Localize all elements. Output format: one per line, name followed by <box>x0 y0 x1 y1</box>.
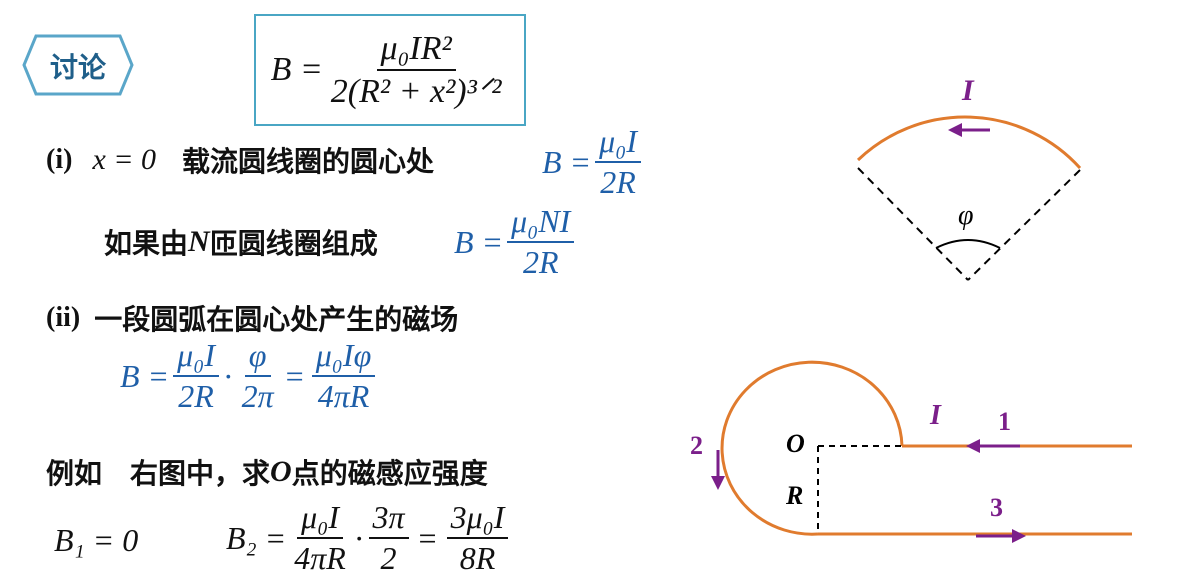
case-i-n-result-num: μ₀NI <box>507 203 575 244</box>
loop-figure: O R I 1 2 3 <box>690 360 1132 543</box>
fig2-current-label: I <box>929 400 942 431</box>
angle-arc <box>935 239 1001 249</box>
case-ii-tag: (ii) <box>46 302 81 333</box>
case-ii-f2-num: φ <box>244 337 271 378</box>
case-i-n-result: B = μ₀NI 2R <box>454 203 578 281</box>
main-formula-denominator: 2(R² + x²)³ᐟ² <box>330 73 502 110</box>
sector-radius-right <box>967 169 1081 281</box>
case-ii-f2-den: 2π <box>241 378 274 415</box>
case-ii-eq: = <box>285 357 304 394</box>
result-b2-r-den: 8R <box>459 540 496 577</box>
case-ii-f1-num: μ₀I <box>173 337 219 378</box>
example-text-before: 例如 右图中，求 <box>46 457 271 490</box>
arrow3-head <box>1012 529 1026 543</box>
fig2-segment-label-1: 1 <box>998 407 1011 436</box>
fig2-segment-label-3: 3 <box>990 493 1003 522</box>
case-ii-lhs: B = <box>120 357 170 394</box>
fig2-radius-label: R <box>785 481 803 510</box>
case-i-tag: (i) <box>46 144 73 175</box>
case-i-text: 载流圆线圈的圆心处 <box>182 145 435 178</box>
case-ii-f3-den: 4πR <box>317 378 370 415</box>
main-formula-box: B = μ₀IR² 2(R² + x²)³ᐟ² <box>254 14 526 126</box>
arc-wire <box>856 115 1082 170</box>
fig1-angle-label: φ <box>958 200 974 231</box>
case-i-n-symbol: N <box>188 225 210 258</box>
case-ii-formula: B = μ₀I 2R · φ 2π = μ₀Iφ 4πR <box>120 337 379 415</box>
result-b2-lhs: B₂ = <box>226 519 287 556</box>
result-b2-dot: · <box>353 519 365 556</box>
example-text-after: 点的磁感应强度 <box>291 457 488 490</box>
fig1-current-label: I <box>961 74 975 107</box>
example-row: 例如 右图中，求 O 点的磁感应强度 <box>46 452 488 492</box>
result-b2-f-num: 3π <box>368 499 409 540</box>
result-b2-eq: = <box>418 519 437 556</box>
case-i-result-lhs: B = <box>542 143 592 180</box>
example-point: O <box>270 455 292 488</box>
case-ii-dot: · <box>222 357 234 394</box>
result-b2-den: 4πR <box>294 540 346 577</box>
loop-arc <box>720 360 904 536</box>
case-i-n-row: 如果由 N 匝圆线圈组成 <box>104 222 378 262</box>
result-b2-f-den: 2 <box>380 540 397 577</box>
result-b2-r-num: 3μ₀I <box>446 499 509 540</box>
result-b2: B₂ = μ₀I 4πR · 3π 2 = 3μ₀I 8R <box>226 499 512 577</box>
discussion-badge: 讨论 <box>22 34 134 96</box>
case-i-result: B = μ₀I 2R <box>542 123 645 201</box>
sector-radius-left <box>857 167 969 281</box>
case-i-row: (i) x = 0 载流圆线圈的圆心处 <box>46 140 434 180</box>
case-i-condition: x = 0 <box>92 143 156 176</box>
arc-sector-figure: I φ <box>856 74 1082 281</box>
case-ii-f1-den: 2R <box>178 378 214 415</box>
case-i-result-den: 2R <box>600 164 636 201</box>
case-i-n-result-den: 2R <box>522 244 559 281</box>
main-formula-lhs: B = <box>270 51 323 88</box>
case-i-n-result-lhs: B = <box>454 223 504 260</box>
case-ii-text: 一段圆弧在圆心处产生的磁场 <box>94 303 459 336</box>
discussion-badge-label: 讨论 <box>49 51 106 84</box>
hexagon-badge-shape <box>22 34 134 96</box>
fig2-center-label: O <box>786 429 805 458</box>
case-i-result-num: μ₀I <box>595 123 641 164</box>
arrow1-head <box>966 439 980 453</box>
fig2-segment-label-2: 2 <box>690 431 703 460</box>
result-b1: B₁ = 0 <box>54 522 139 558</box>
main-formula-numerator: μ₀IR² <box>376 30 456 71</box>
case-ii-f3-num: μ₀Iφ <box>311 337 376 378</box>
case-i-n-text-before: 如果由 <box>104 227 189 260</box>
result-b2-num: μ₀I <box>297 499 343 540</box>
arrow2-head <box>711 476 725 490</box>
case-i-n-text-after: 匝圆线圈组成 <box>209 227 378 260</box>
current-arrow-head <box>948 123 962 137</box>
case-ii-row: (ii) 一段圆弧在圆心处产生的磁场 <box>46 298 458 338</box>
